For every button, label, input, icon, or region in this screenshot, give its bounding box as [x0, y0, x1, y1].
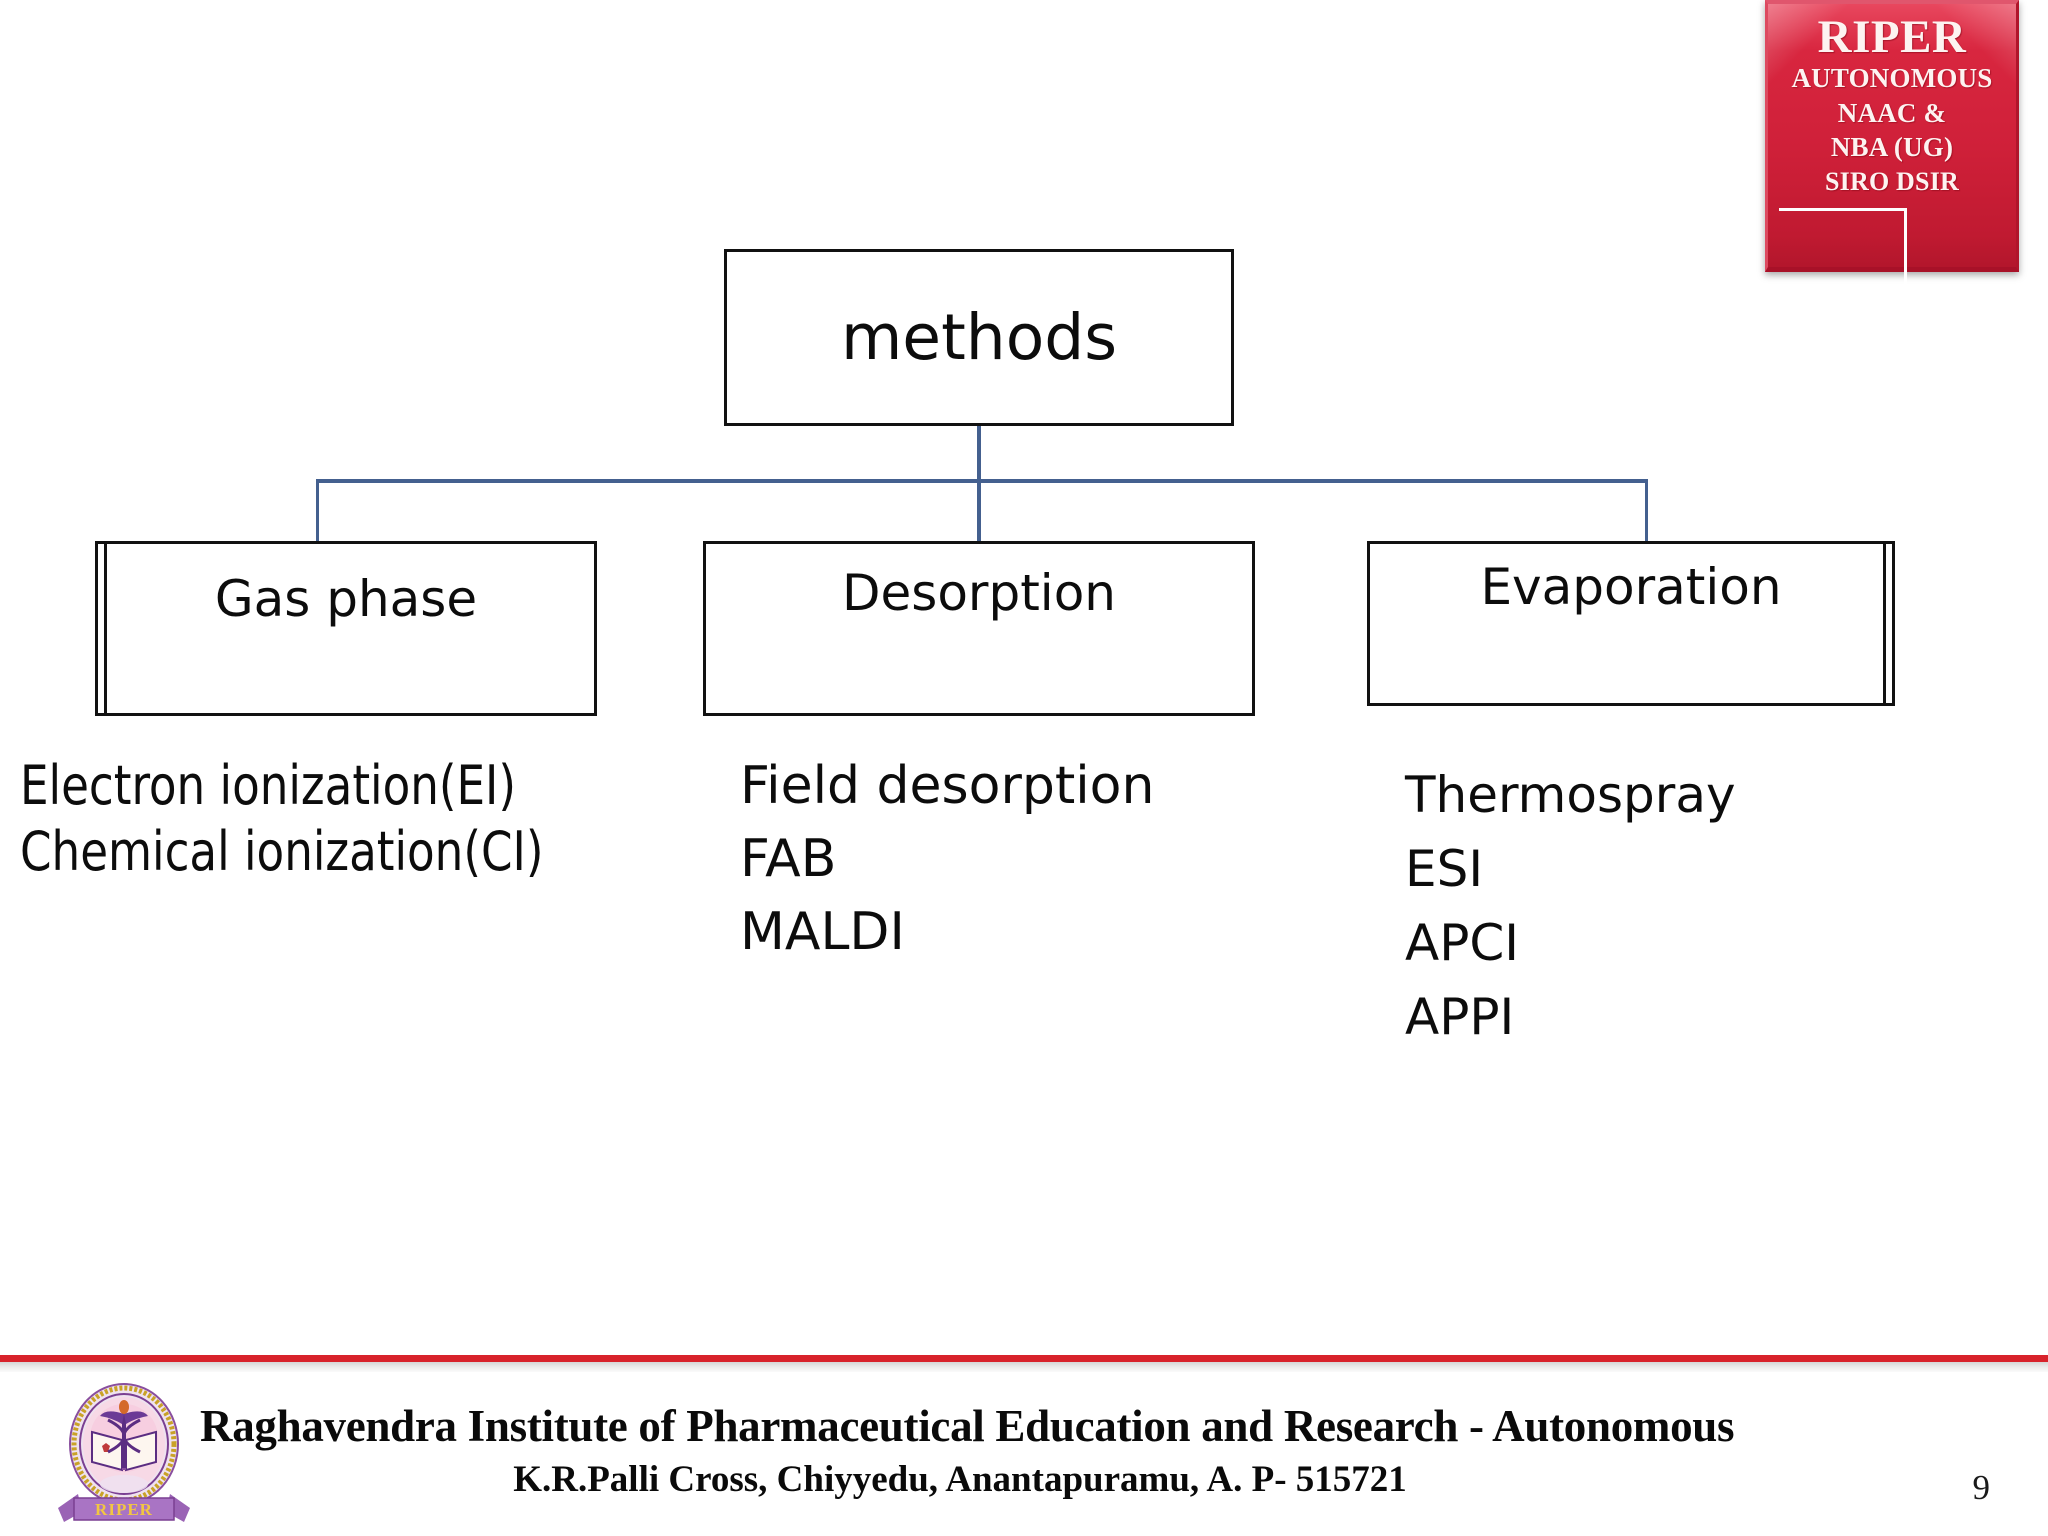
connector-horizontal-bar [316, 479, 1648, 483]
footer-institute-name: Raghavendra Institute of Pharmaceutical … [200, 1401, 1735, 1451]
footer-address: K.R.Palli Cross, Chiyyedu, Anantapuramu,… [513, 1459, 1407, 1500]
badge-title: RIPER [1817, 11, 1967, 63]
footer-red-rule [0, 1355, 2048, 1362]
list-item: Thermospray [1405, 766, 1736, 824]
badge-line-nba: NBA (UG) [1830, 132, 1954, 163]
badge-overlay-vertical-line [1904, 208, 1907, 294]
node-label-gas-phase: Gas phase [214, 570, 478, 628]
badge-line-autonomous: AUTONOMOUS [1791, 63, 1993, 93]
list-gas-phase-methods: Electron ionization(EI) Chemical ionizat… [20, 753, 583, 886]
node-label-evaporation: Evaporation [1480, 558, 1782, 616]
list-item: APPI [1405, 988, 1515, 1046]
badge-line-siro-dsir: SIRO DSIR [1824, 166, 1959, 196]
node-label-methods: methods [840, 301, 1118, 374]
list-evaporation-methods: Thermospray ESI APCI APPI [1405, 758, 1736, 1054]
list-item: MALDI [740, 901, 905, 962]
connector-drop-right [1645, 479, 1648, 541]
riper-badge: RIPER AUTONOMOUS NAAC & NBA (UG) SIRO DS… [1765, 0, 2019, 272]
connector-root-stem [977, 425, 981, 482]
node-box-evaporation: Evaporation [1367, 541, 1895, 706]
svg-text:RIPER: RIPER [95, 1500, 153, 1519]
node-box-gas-phase: Gas phase [95, 541, 597, 716]
institute-seal-logo: RIPER [58, 1383, 190, 1522]
list-item: Field desorption [740, 756, 1155, 816]
list-item: ESI [1405, 840, 1484, 898]
badge-overlay-horizontal-line [1779, 208, 1907, 211]
footer-bar: Raghavendra Institute of Pharmaceutical … [0, 1372, 2048, 1536]
connector-drop-left [316, 479, 319, 541]
list-item: FAB [740, 828, 837, 889]
node-box-methods: methods [724, 249, 1234, 426]
connector-drop-center [977, 479, 981, 541]
list-desorption-methods: Field desorption FAB MALDI [740, 750, 1154, 968]
list-item: Chemical ionization(CI) [20, 820, 544, 884]
list-item: Electron ionization(EI) [20, 754, 516, 817]
badge-line-naac: NAAC & [1837, 97, 1947, 128]
node-box-desorption: Desorption [703, 541, 1255, 716]
node-label-desorption: Desorption [842, 564, 1116, 622]
footer-rule-shadow [0, 1362, 2048, 1372]
slide-number: 9 [1972, 1468, 1991, 1507]
list-item: APCI [1405, 914, 1520, 972]
